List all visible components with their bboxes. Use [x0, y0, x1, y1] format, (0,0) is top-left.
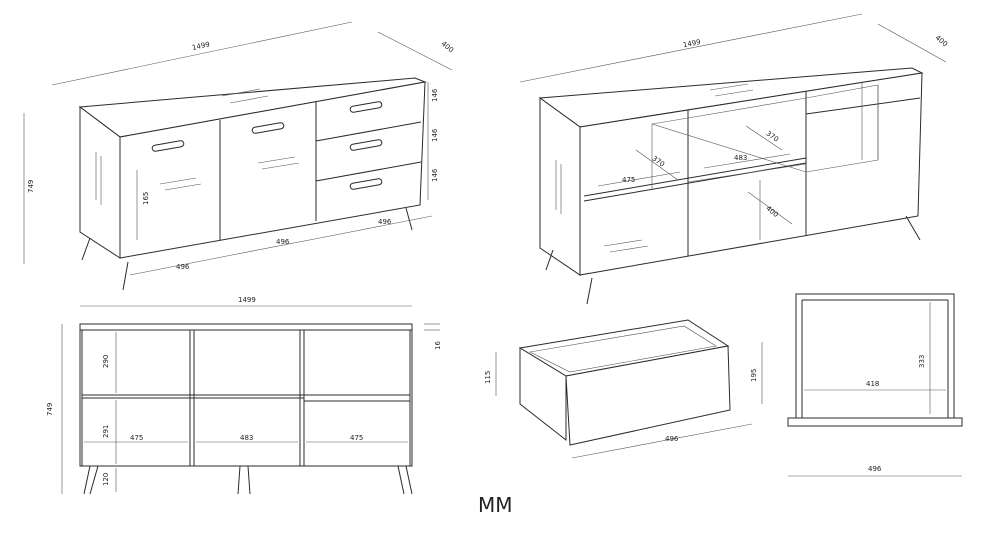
dim-w-mid: 483 — [734, 154, 747, 162]
view-drawer-section: 333 418 496 — [787, 293, 963, 477]
dim-door-height: 165 — [142, 192, 150, 205]
dim-top-thickness: 16 — [434, 341, 442, 350]
dim-drawer-2: 146 — [431, 128, 439, 142]
leg — [83, 465, 91, 495]
dim-lower-height: 291 — [102, 425, 110, 438]
dim-depth: 400 — [440, 40, 455, 55]
drawer-bottom — [787, 417, 963, 427]
dim-width: 1499 — [191, 40, 210, 52]
cabinet-side — [539, 97, 581, 276]
dim-w-left: 475 — [130, 434, 143, 442]
cabinet-front — [579, 72, 923, 276]
dim-drawer-3: 146 — [431, 168, 439, 182]
dim-w-mid: 483 — [240, 434, 253, 442]
leg — [237, 465, 241, 495]
dim-inner-height: 333 — [918, 355, 926, 368]
dim-side-height: 115 — [484, 371, 492, 384]
dim-leg-height: 120 — [102, 473, 110, 486]
shelf — [583, 162, 807, 202]
shelf — [583, 157, 807, 197]
drawer-side — [519, 347, 567, 442]
dim-inner-width: 418 — [866, 380, 879, 388]
door-handle — [251, 122, 285, 134]
dim-depth: 400 — [934, 34, 949, 49]
door-handle — [151, 140, 185, 152]
unit-label: MM — [478, 493, 513, 517]
drawer-handle — [349, 178, 383, 190]
dim-drawer-1: 146 — [431, 88, 439, 102]
leg — [405, 207, 413, 231]
opening-frame — [795, 293, 955, 419]
drawer-handle — [349, 101, 383, 113]
drawer-line-2 — [315, 161, 422, 182]
view-elevation: 1499 749 16 290 291 120 475 483 475 — [46, 296, 442, 495]
view-drawer: 115 195 496 — [484, 319, 763, 459]
leg — [122, 261, 129, 291]
drawer-rail — [805, 97, 921, 115]
dim-height: 749 — [46, 403, 54, 416]
dim-height: 749 — [27, 180, 35, 193]
dim-upper-height: 290 — [102, 355, 110, 368]
dim-w-left: 496 — [176, 263, 190, 271]
drawer-front — [565, 345, 731, 446]
dim-w-right: 496 — [378, 218, 392, 226]
dim-w-left: 475 — [622, 176, 635, 184]
dim-outer-width: 496 — [868, 465, 882, 473]
drawer-handle — [349, 139, 383, 151]
dim-front-height: 195 — [750, 369, 758, 382]
leg — [545, 249, 554, 271]
dim-front-width: 496 — [665, 435, 679, 443]
drawer-line-1 — [315, 121, 422, 142]
dim-width: 1499 — [238, 296, 256, 304]
dim-w-mid: 496 — [276, 238, 290, 246]
dim-w-right: 475 — [350, 434, 363, 442]
view-open-sideboard: 1499 400 370 370 475 483 400 — [519, 13, 949, 305]
cabinet-front — [119, 81, 426, 259]
leg — [905, 215, 921, 241]
view-closed-sideboard: 1499 400 749 146 146 146 165 496 496 496 — [23, 21, 455, 291]
leg — [586, 277, 593, 305]
leg — [81, 237, 91, 261]
dim-width: 1499 — [682, 38, 701, 49]
leg — [397, 465, 405, 495]
